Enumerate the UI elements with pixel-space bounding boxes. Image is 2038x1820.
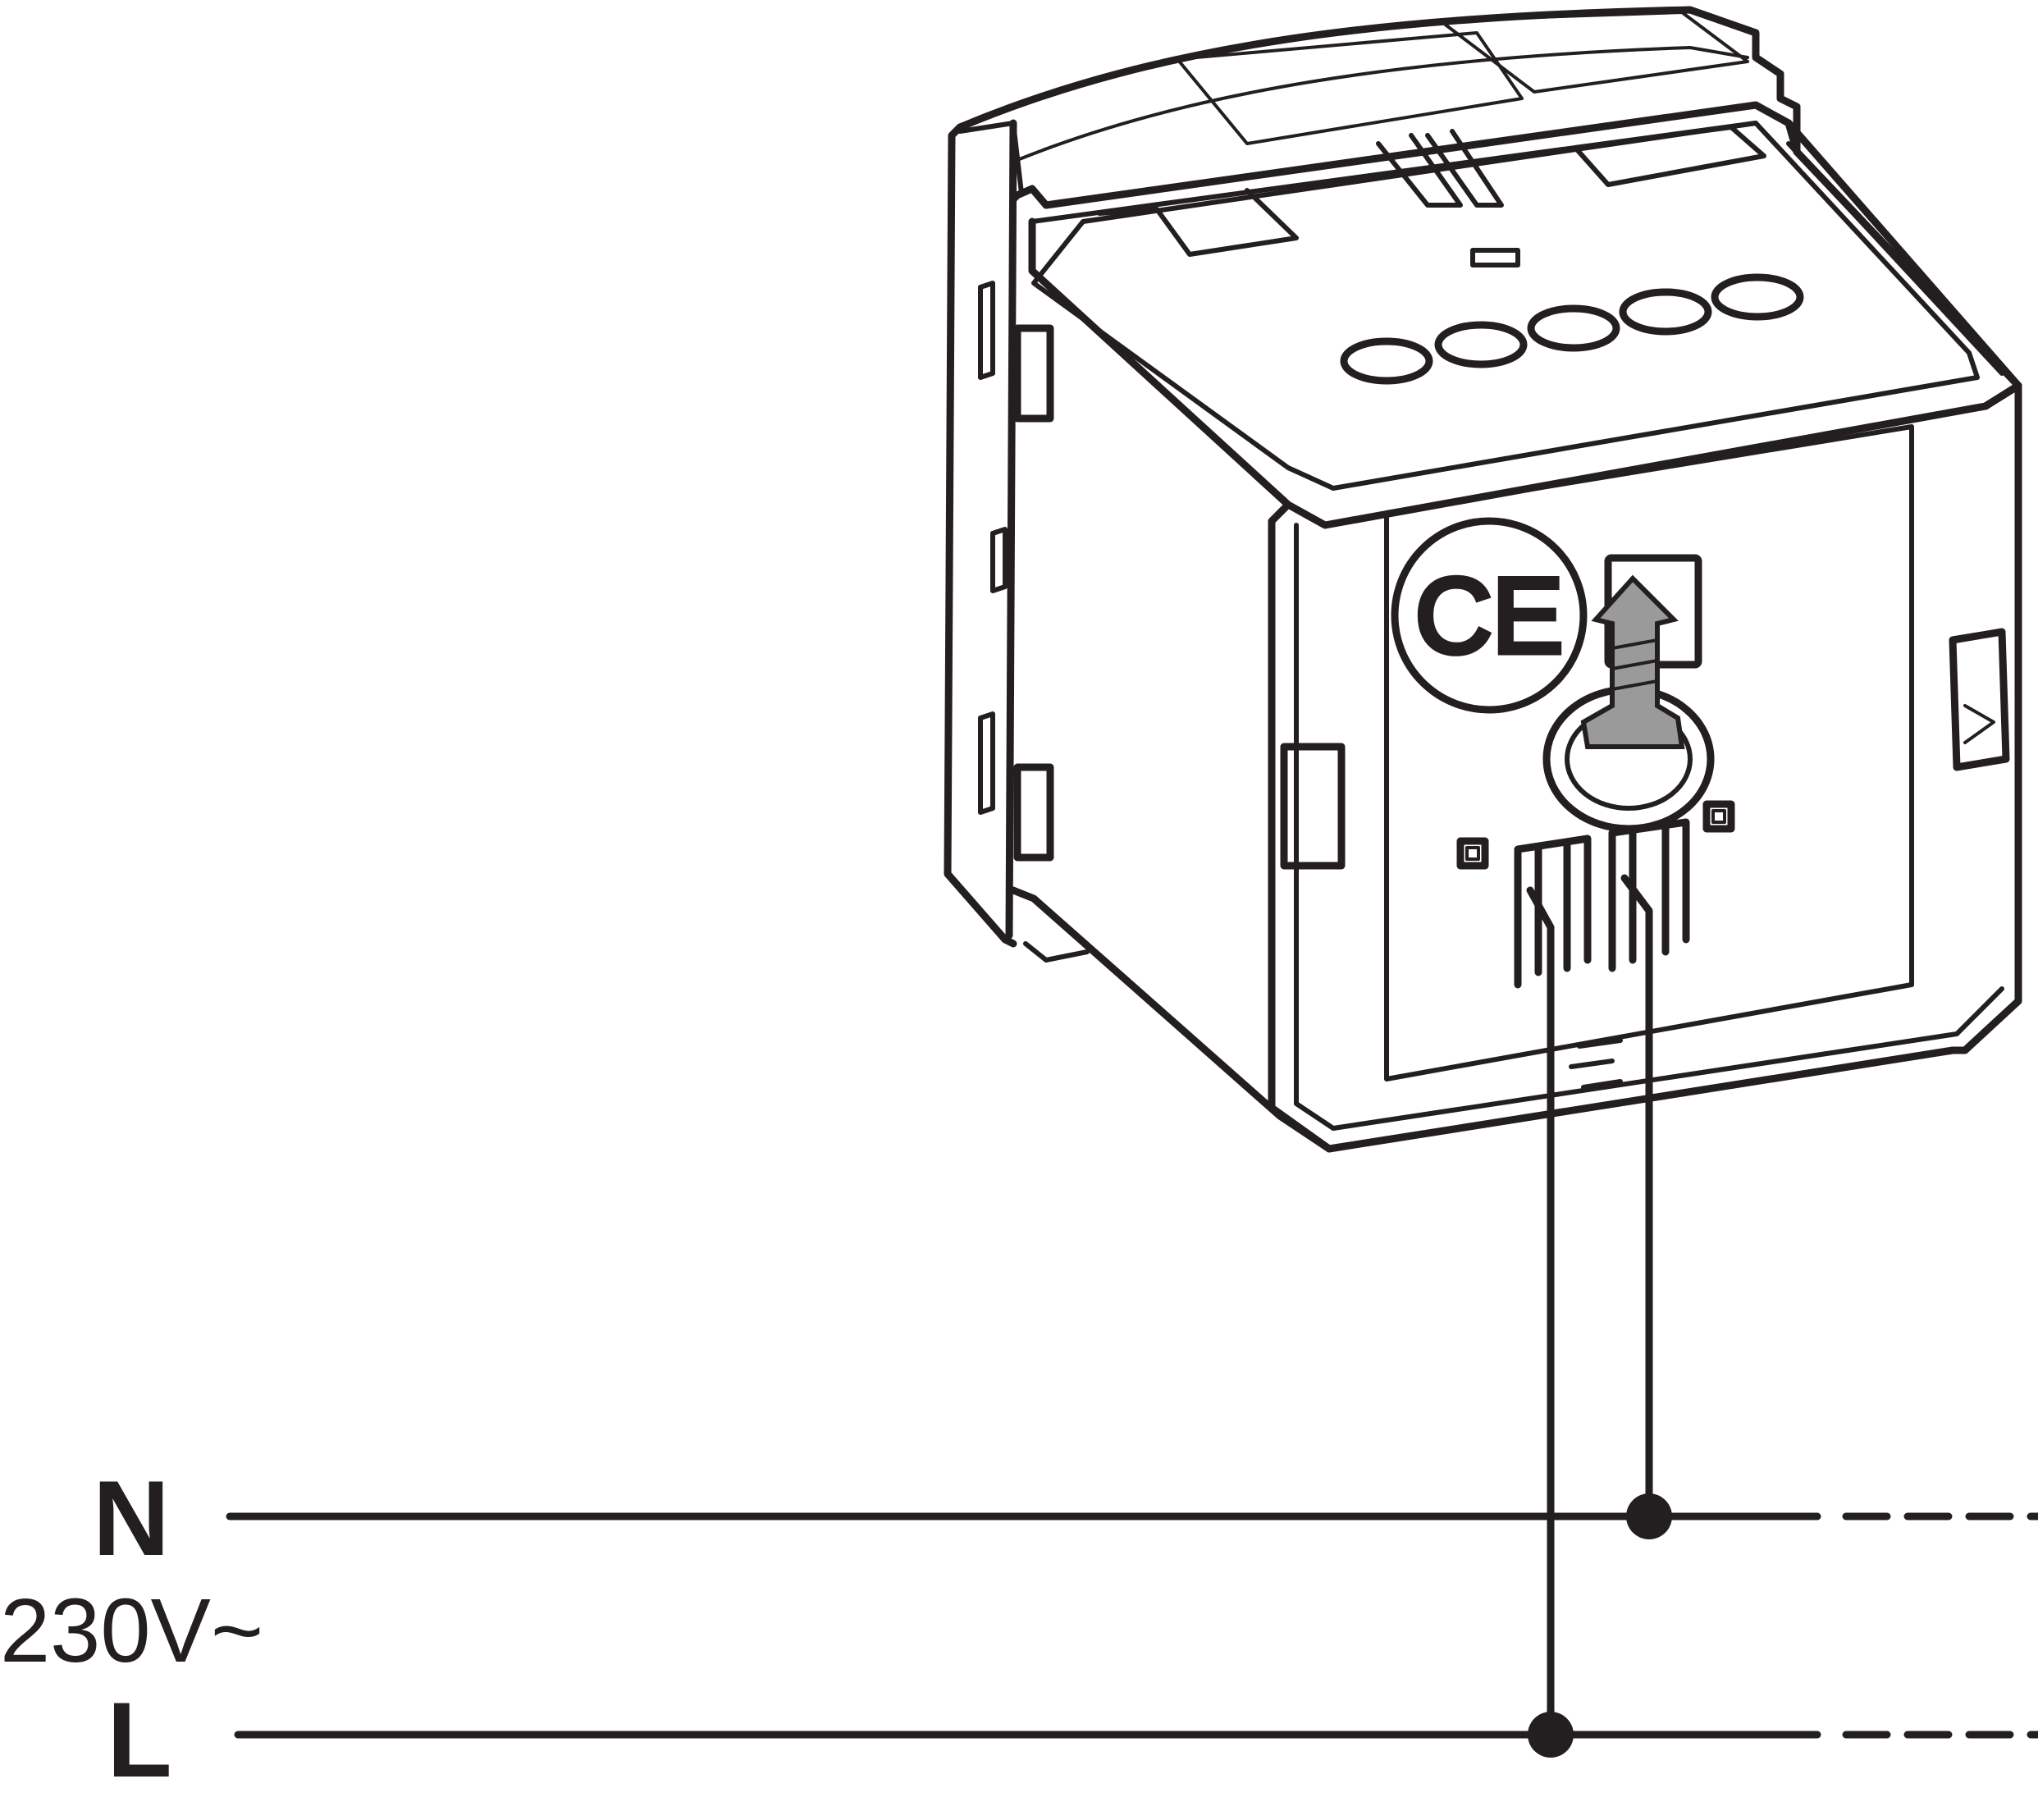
right-clip-arrow: [1963, 704, 1995, 744]
wire-clamps: [1514, 818, 1690, 1110]
left-outer-wall: [944, 123, 1017, 948]
top-slot-indicator: [1470, 248, 1520, 268]
top-ridge: [1376, 133, 1463, 208]
ce-circle: [1391, 517, 1588, 714]
device-module: CE: [944, 6, 2022, 1153]
left-clip-upper: [1013, 324, 1054, 423]
left-inner-wall: [1005, 119, 1017, 940]
clamp-left: [1514, 835, 1592, 989]
top-tab-left: [1097, 188, 1299, 257]
right-clip: [1949, 628, 2010, 771]
screw-icon: [1580, 574, 1685, 749]
left-clip-lower: [1013, 763, 1054, 862]
bottom-left-base: [1009, 886, 1333, 1153]
terminal-hole: [1340, 337, 1433, 385]
front-left-clip: [1280, 743, 1346, 870]
wiring: [226, 874, 2038, 1758]
front-face-inner: [1294, 523, 2004, 1131]
left-notch-1: [978, 281, 995, 380]
right-inner-edge: [1786, 141, 2004, 376]
terminal-hole: [1619, 288, 1712, 336]
wire-to-live: [1526, 886, 1555, 1735]
top-tab-right: [1573, 125, 1766, 187]
terminal-hole: [1527, 304, 1620, 352]
top-face-inner: [1031, 121, 1980, 491]
label-neutral: N: [93, 1458, 170, 1578]
terminal-hole: [1711, 273, 1804, 321]
ce-mark: CE: [1391, 517, 1588, 714]
live-junction: [1528, 1712, 1574, 1758]
clamp-right: [1608, 818, 1690, 972]
ce-text: CE: [1415, 556, 1564, 675]
front-label-panel: [1384, 424, 1914, 1081]
top-slot-left: [1176, 31, 1524, 145]
front-face: [1268, 382, 2022, 1153]
top-ridge-2: [1425, 129, 1504, 208]
top-back-plate: [956, 6, 1801, 156]
label-voltage: 230V~: [0, 1580, 263, 1681]
bottom-foot: [1023, 941, 1090, 963]
screw-thread: [1611, 638, 1659, 691]
top-back-plate-inner: [1016, 46, 1749, 162]
screw-terminal: [1542, 554, 1715, 833]
wire-to-neutral: [1620, 874, 1653, 1518]
left-notch-3: [978, 711, 995, 815]
left-notch-2: [990, 527, 1008, 593]
terminal-hole: [1434, 321, 1528, 368]
terminal-holes: [1340, 273, 1804, 385]
top-slot-right: [1438, 11, 1749, 94]
neutral-junction: [1626, 1493, 1672, 1539]
indicator-squares: [1456, 800, 1735, 870]
clamp-base-marks: [1569, 1038, 1631, 1110]
label-live: L: [107, 1680, 171, 1799]
